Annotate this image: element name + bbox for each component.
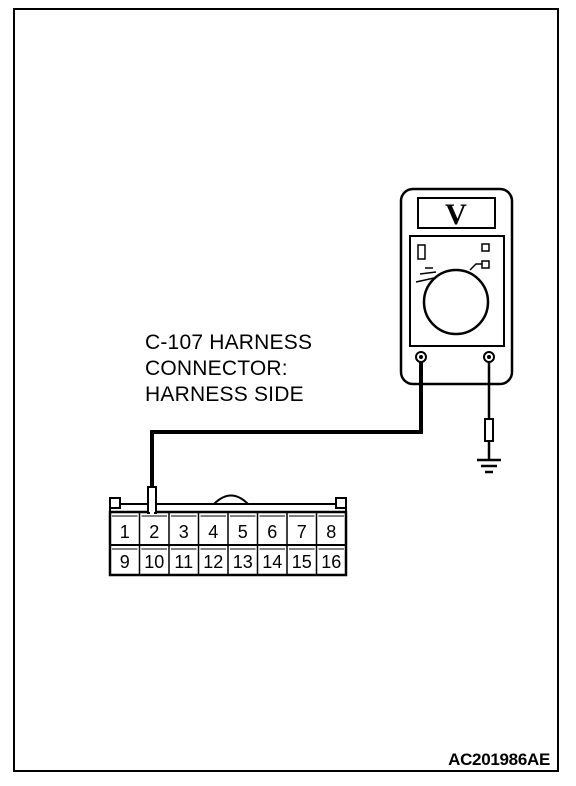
test-lead-ground [477,362,501,474]
connector-pin-10: 10 [144,552,164,572]
voltmeter: V [399,187,514,386]
connector-pin-13: 13 [233,552,253,572]
connector-label-line-3: HARNESS SIDE [145,383,304,406]
connector-pin-6: 6 [267,522,277,542]
connector-pin-9: 9 [120,552,130,572]
connector-pin-16: 16 [321,552,341,572]
connector-pin-12: 12 [203,552,223,572]
connector-pin-14: 14 [262,552,282,572]
connector-label: C-107 HARNESS CONNECTOR: HARNESS SIDE [145,330,312,408]
meter-dial-icon [422,268,490,336]
connector-label-line-2: CONNECTOR: [145,357,288,380]
connector-pin-11: 11 [174,552,193,572]
connector-pin-15: 15 [292,552,312,572]
ground-clip-icon [484,418,494,442]
connector-pin-7: 7 [297,522,307,542]
diagram-frame [13,8,559,772]
connector-pin-2: 2 [149,522,159,542]
meter-display-symbol: V [445,198,467,231]
connector-pin-4: 4 [208,522,218,542]
connector-pin-3: 3 [179,522,189,542]
connector-pin-8: 8 [326,522,336,542]
connector-pin-1: 1 [120,522,130,542]
connector-label-line-1: C-107 HARNESS [145,331,313,354]
figure-id: AC201986AE [448,750,550,769]
connector-pin-5: 5 [238,522,248,542]
